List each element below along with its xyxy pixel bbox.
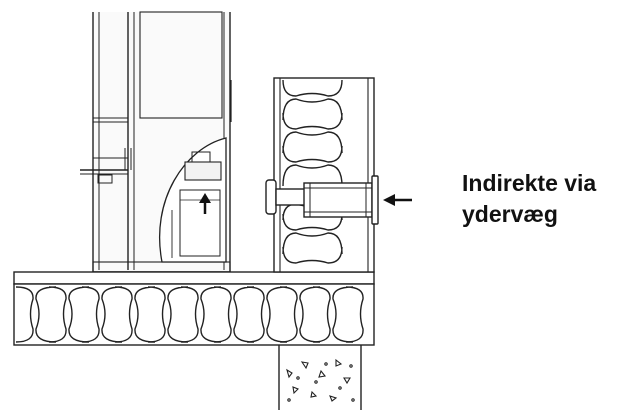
outer-wall-insulation xyxy=(273,77,375,273)
air-connector xyxy=(184,161,222,181)
floor-insulation xyxy=(13,271,375,346)
foundation xyxy=(278,345,362,410)
floor-insulation-wave xyxy=(15,286,364,343)
up-arrow-icon xyxy=(199,193,211,214)
wall-air-inlet-valve xyxy=(265,175,379,225)
caption-line-2: ydervæg xyxy=(462,201,558,227)
concrete-pattern xyxy=(286,358,355,402)
left-arrow-icon xyxy=(383,194,412,206)
stove xyxy=(80,11,232,273)
stove-door xyxy=(139,11,223,119)
caption-line-1: Indirekte via xyxy=(462,170,597,196)
caption: Indirekte via ydervæg xyxy=(462,168,622,230)
